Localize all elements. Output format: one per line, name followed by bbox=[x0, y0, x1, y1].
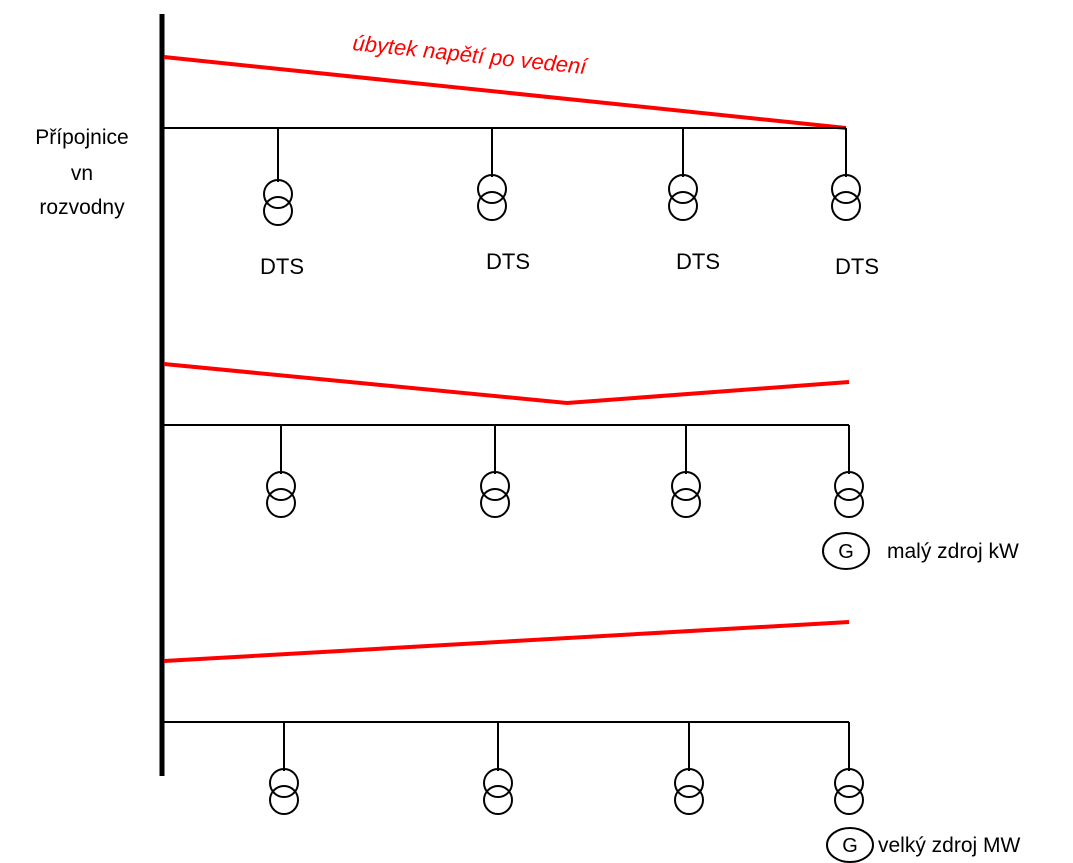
dts-3-4 bbox=[834, 722, 864, 815]
dts-3-2 bbox=[483, 722, 513, 815]
busbar-label-line3: rozvodny bbox=[39, 196, 125, 219]
transformer-icon bbox=[834, 471, 864, 501]
transformer-icon bbox=[477, 174, 507, 204]
dts-1-2 bbox=[477, 128, 507, 221]
feeder-1: úbytek napětí po vedení DTS DTS DTS DTS bbox=[162, 30, 879, 279]
transformer-icon bbox=[483, 768, 513, 798]
voltage-drop-label: úbytek napětí po vedení bbox=[351, 30, 589, 79]
dts-3-1 bbox=[269, 722, 299, 815]
dts-1-3 bbox=[668, 128, 698, 221]
transformer-icon bbox=[834, 768, 864, 798]
busbar-label-line2: vn bbox=[71, 162, 93, 185]
busbar-label-line1: Přípojnice bbox=[35, 126, 128, 149]
dts-label: DTS bbox=[676, 249, 720, 274]
transformer-icon bbox=[269, 768, 299, 798]
transformer-icon bbox=[674, 768, 704, 798]
large-generator: G velký zdroj MW bbox=[826, 827, 1021, 863]
generator-icon bbox=[822, 532, 870, 570]
dts-2-3 bbox=[671, 425, 701, 518]
dts-1-1 bbox=[263, 128, 293, 226]
feeder-3: G velký zdroj MW bbox=[162, 620, 1021, 863]
transformer-icon bbox=[480, 471, 510, 501]
transformer-icon bbox=[668, 174, 698, 204]
dts-label: DTS bbox=[260, 254, 304, 279]
small-generator: G malý zdroj kW bbox=[822, 532, 1019, 570]
voltage-profile-1 bbox=[163, 55, 847, 130]
feeder-2: G malý zdroj kW bbox=[162, 362, 1019, 570]
transformer-icon bbox=[263, 179, 293, 209]
dts-1-4 bbox=[831, 128, 861, 221]
voltage-profile-2 bbox=[163, 362, 850, 406]
generator-icon bbox=[826, 827, 874, 863]
transformer-icon bbox=[266, 471, 296, 501]
large-generator-label: velký zdroj MW bbox=[878, 834, 1021, 857]
voltage-profile-3 bbox=[163, 620, 850, 663]
dts-label: DTS bbox=[835, 254, 879, 279]
dts-2-1 bbox=[266, 425, 296, 518]
dts-3-3 bbox=[674, 722, 704, 815]
generator-letter: G bbox=[838, 541, 854, 563]
transformer-icon bbox=[671, 471, 701, 501]
dts-2-2 bbox=[480, 425, 510, 518]
generator-letter: G bbox=[842, 835, 858, 857]
transformer-icon bbox=[831, 174, 861, 204]
small-generator-label: malý zdroj kW bbox=[887, 540, 1019, 563]
dts-2-4 bbox=[834, 425, 864, 518]
dts-label: DTS bbox=[486, 249, 530, 274]
